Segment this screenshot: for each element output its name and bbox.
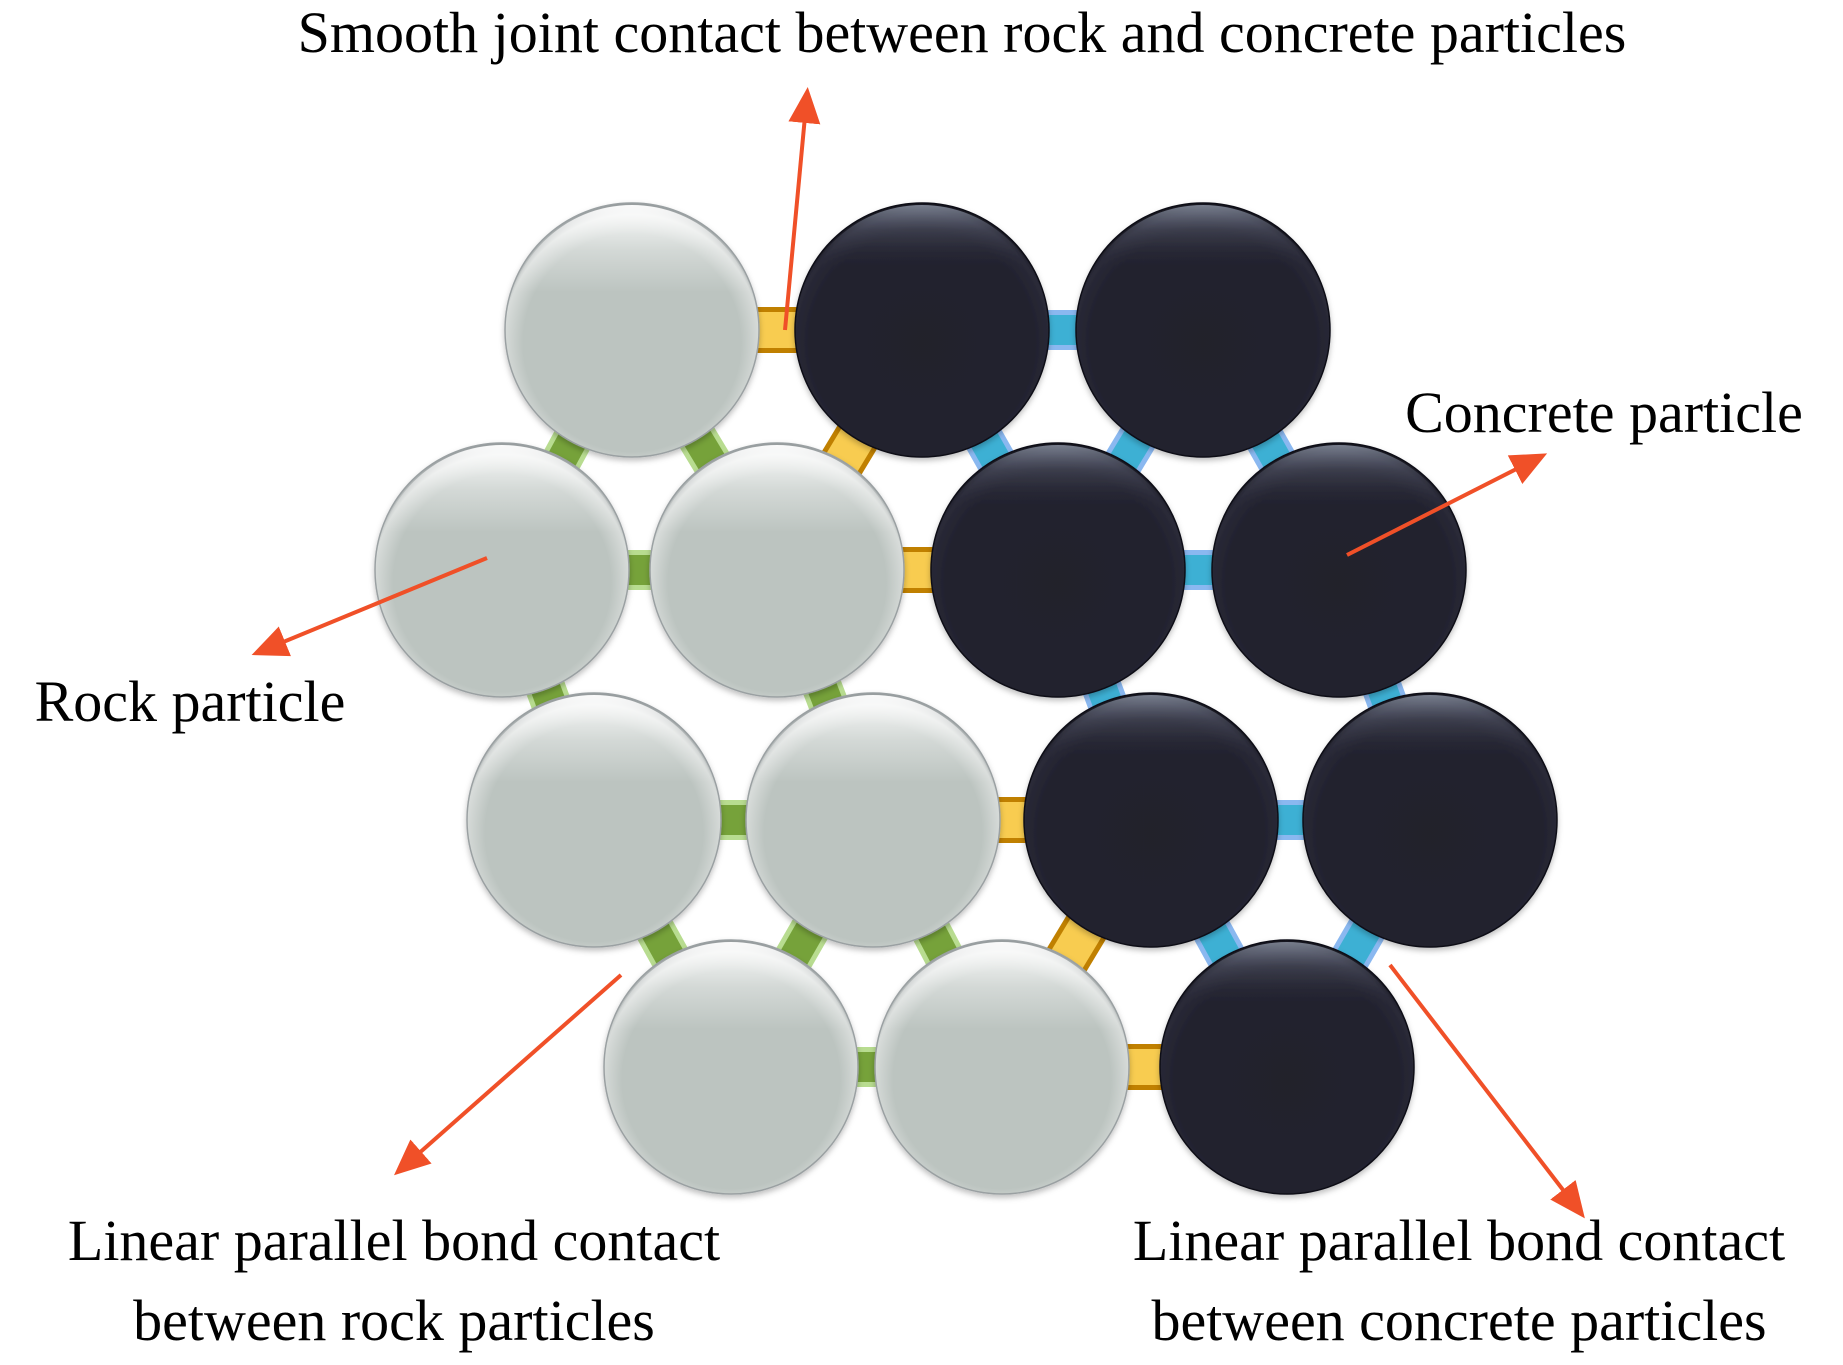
rock-bond-label-line1: Linear parallel bond contact	[68, 1208, 720, 1273]
rock-particle	[466, 692, 722, 948]
rock-particle	[504, 202, 760, 458]
rock-particle	[374, 442, 630, 698]
annotation-arrows	[251, 87, 1585, 1219]
rock-bond-arrow	[394, 973, 623, 1176]
rock-particle-arrow	[251, 556, 488, 657]
rock-particle-label: Rock particle	[35, 669, 346, 734]
rock-particle	[649, 442, 905, 698]
concrete-particle	[1075, 202, 1331, 458]
concrete-bond-label-line1: Linear parallel bond contact	[1133, 1208, 1785, 1273]
concrete-particle	[1023, 692, 1279, 948]
smooth-joint-label: Smooth joint contact between rock and co…	[298, 0, 1627, 65]
concrete-particle-arrow	[1346, 453, 1548, 557]
concrete-particle	[1211, 442, 1467, 698]
concrete-particle	[1159, 939, 1415, 1195]
concrete-particle-label: Concrete particle	[1405, 380, 1803, 445]
concrete-particle	[1302, 692, 1558, 948]
smooth-joint-arrow	[783, 87, 821, 331]
concrete-particle	[930, 442, 1186, 698]
particles-layer	[374, 202, 1558, 1195]
concrete-particle	[794, 202, 1050, 458]
rock-particle	[745, 692, 1001, 948]
rock-particle	[603, 939, 859, 1195]
concrete-bond-label-line2: between concrete particles	[1151, 1288, 1766, 1353]
rock-particle	[874, 939, 1130, 1195]
concrete-bond-arrow	[1388, 963, 1585, 1219]
rock-bond-label-line2: between rock particles	[133, 1288, 655, 1353]
